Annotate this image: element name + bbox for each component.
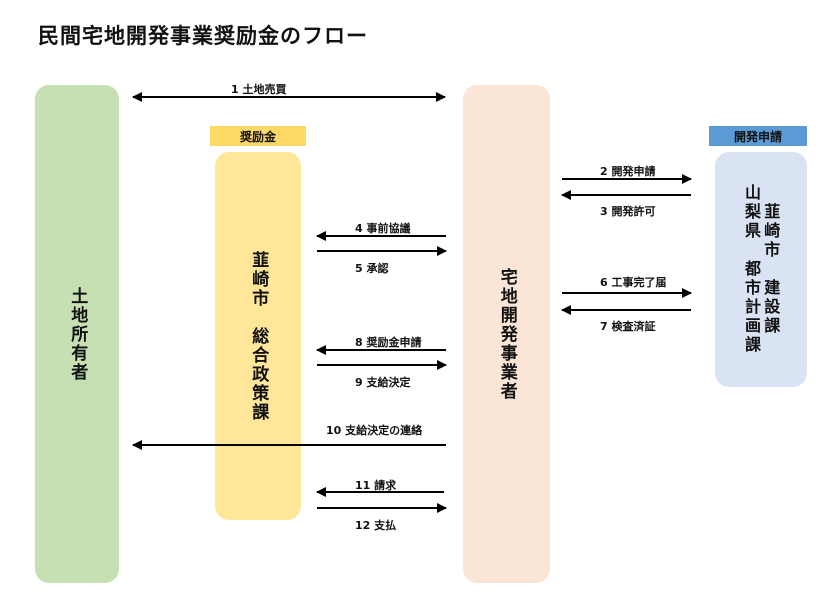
step-2-label: 2 開発申請 bbox=[600, 165, 656, 178]
step-4-label: 4 事前協議 bbox=[355, 222, 411, 235]
developer-column: 宅地開発事業者 bbox=[463, 85, 550, 583]
step-6-label: 6 工事完了届 bbox=[600, 276, 667, 289]
step-7-label: 7 検査済証 bbox=[600, 320, 656, 333]
landowner-column: 土地所有者 bbox=[35, 85, 119, 583]
step-11-label: 11 請求 bbox=[355, 479, 397, 492]
developer-label: 宅地開発事業者 bbox=[496, 267, 517, 401]
city-policy-column: 韮崎市 総合政策課 bbox=[215, 152, 301, 520]
subsidy-tag: 奨励金 bbox=[210, 126, 306, 146]
page-title: 民間宅地開発事業奨励金のフロー bbox=[38, 24, 368, 48]
step-10-label: 10 支給決定の連絡 bbox=[326, 424, 423, 437]
landowner-label: 土地所有者 bbox=[67, 286, 88, 382]
step-8-label: 8 奨励金申請 bbox=[355, 336, 422, 349]
construction-label: 韮崎市 建設課 bbox=[761, 203, 781, 336]
prefecture-city-column: 山梨県 都市計画課 韮崎市 建設課 bbox=[715, 152, 807, 387]
step-1-label: 1 土地売買 bbox=[231, 83, 287, 96]
step-5-label: 5 承認 bbox=[355, 262, 389, 275]
step-12-label: 12 支払 bbox=[355, 519, 397, 532]
step-9-label: 9 支給決定 bbox=[355, 376, 411, 389]
city-policy-label: 韮崎市 総合政策課 bbox=[248, 250, 269, 422]
planning-label: 山梨県 都市計画課 bbox=[742, 184, 761, 355]
development-application-tag: 開発申請 bbox=[709, 126, 807, 146]
step-3-label: 3 開発許可 bbox=[600, 205, 656, 218]
